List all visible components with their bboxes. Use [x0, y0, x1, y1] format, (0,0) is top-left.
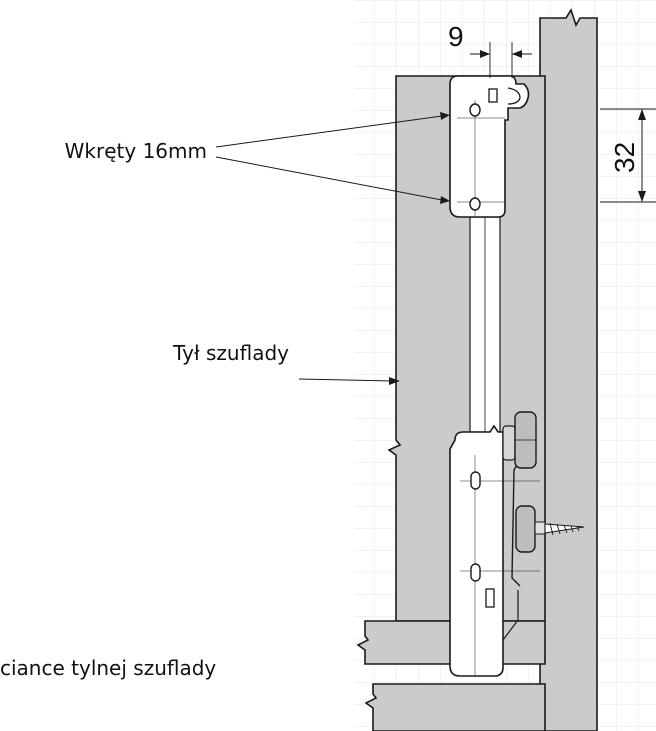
cabinet-bottom-plate — [364, 683, 546, 731]
lower-roller — [515, 505, 536, 553]
drawer-back-panel — [387, 75, 546, 622]
drawer-back-label: Tył szuflady — [172, 341, 289, 365]
dimension-32-label: 32 — [609, 142, 640, 173]
screw-head — [534, 521, 546, 535]
screw-hole-upper — [469, 103, 481, 117]
slot-hole-lower — [470, 563, 481, 582]
cabinet-side-wall — [539, 8, 598, 731]
screw-hole-lower — [469, 197, 481, 211]
screws-label: Wkręty 16mm — [65, 139, 207, 163]
dimension-vertical: 32 — [600, 108, 656, 203]
runner-rollers — [502, 411, 585, 553]
bracket-slot — [488, 88, 498, 103]
runner-strip — [469, 216, 501, 433]
leader-lines — [215, 112, 450, 385]
slot-hole-upper — [470, 471, 481, 490]
bracket-tab — [485, 588, 495, 608]
dimension-9-label: 9 — [448, 21, 464, 52]
dimension-horizontal: 9 — [448, 21, 532, 78]
bottom-caption: ciance tylnej szuflady — [0, 656, 216, 680]
